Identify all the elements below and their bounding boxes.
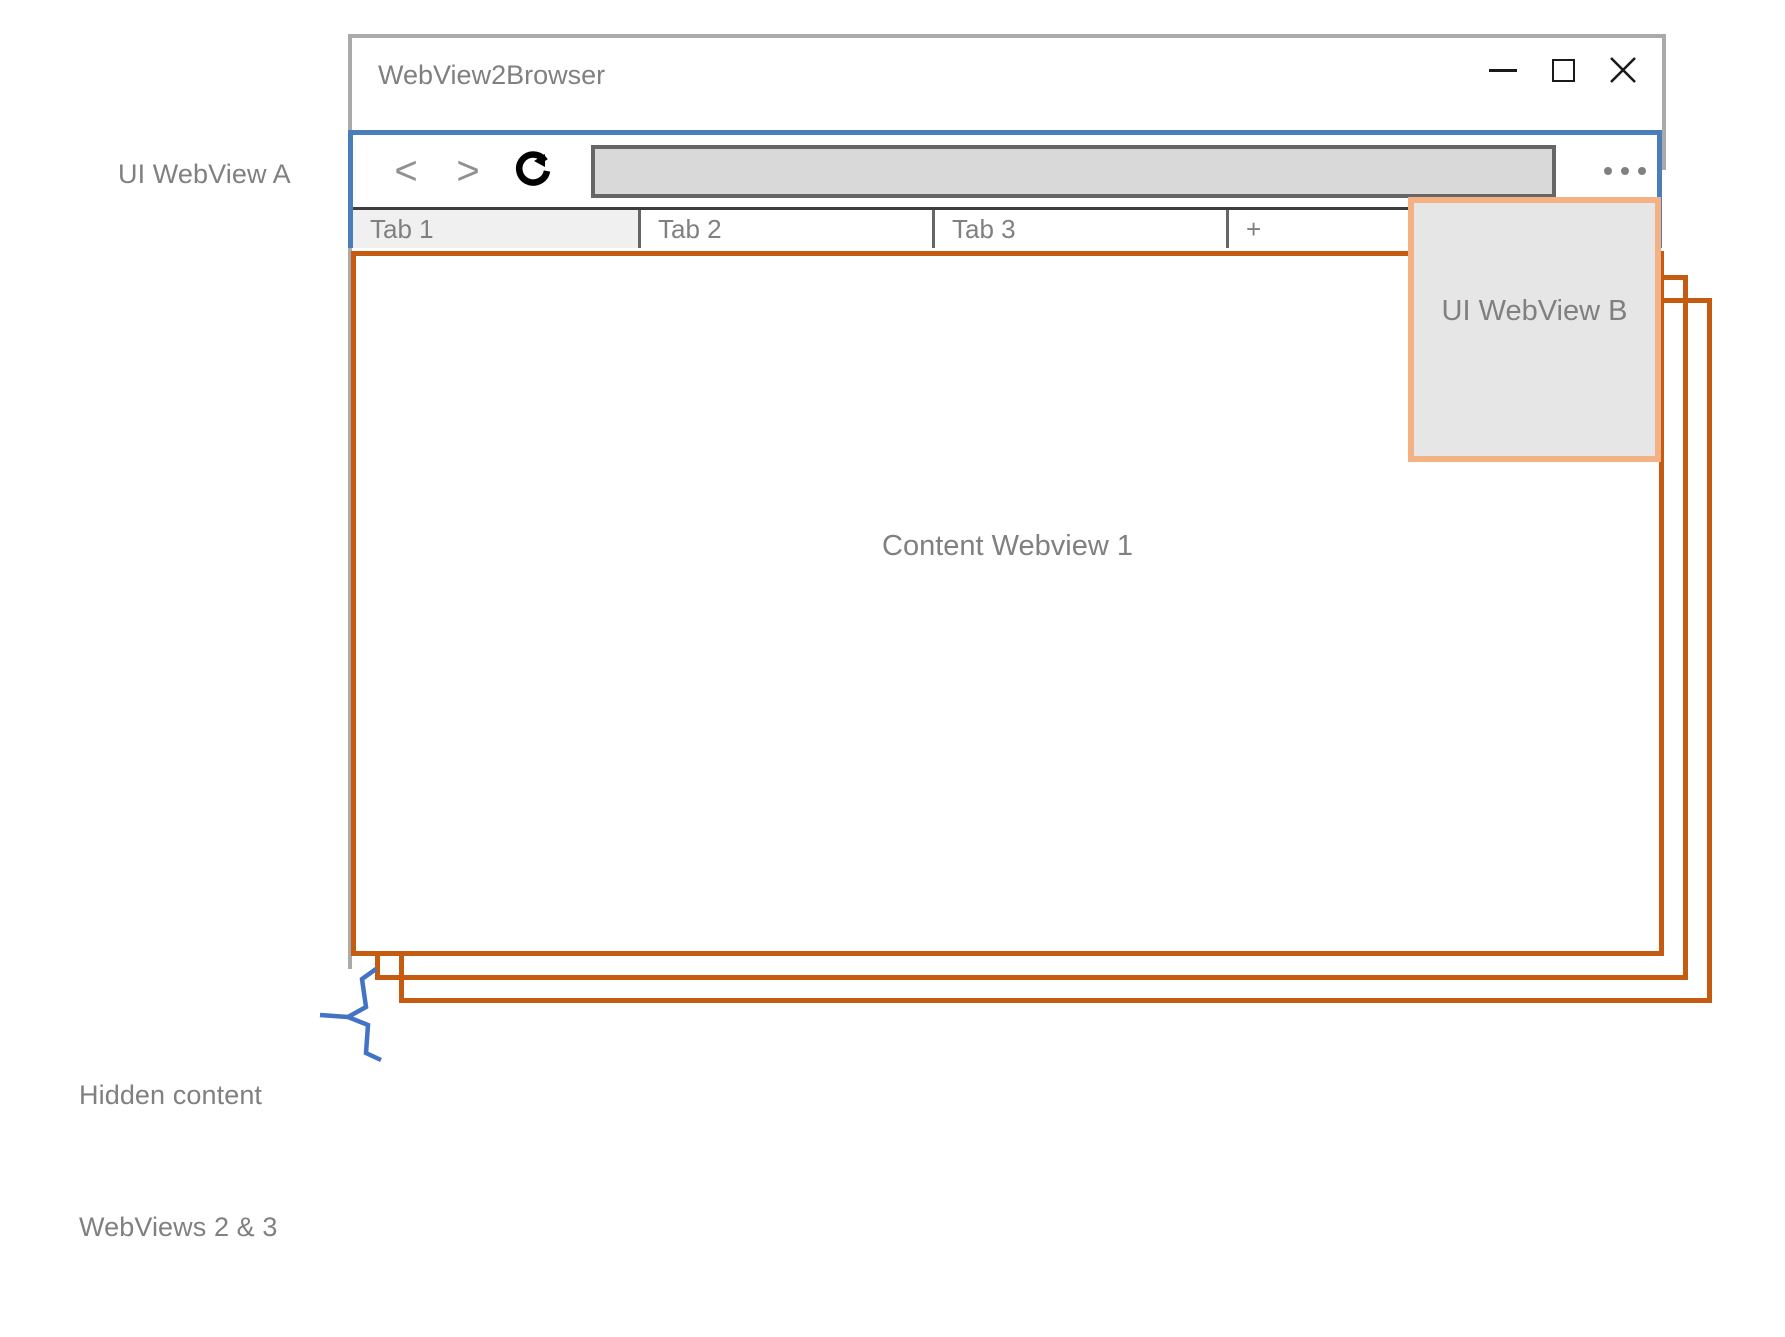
forward-button[interactable]: > bbox=[456, 149, 480, 193]
maximize-button[interactable] bbox=[1548, 55, 1578, 85]
annotation-hidden-content: Hidden content WebViews 2 & 3 bbox=[79, 985, 349, 1337]
minimize-button[interactable] bbox=[1488, 55, 1518, 85]
annotation-hidden-content-line2: WebViews 2 & 3 bbox=[79, 1212, 278, 1242]
ellipsis-icon-dot-2 bbox=[1621, 167, 1629, 175]
ellipsis-icon-dot-3 bbox=[1638, 167, 1646, 175]
new-tab-button[interactable]: + bbox=[1229, 210, 1419, 248]
reload-icon bbox=[516, 151, 551, 186]
annotation-ui-webview-a: UI WebView A bbox=[118, 159, 291, 189]
ui-webview-b-label: UI WebView B bbox=[1441, 295, 1628, 327]
reload-button[interactable] bbox=[510, 148, 556, 194]
address-bar-input[interactable] bbox=[591, 144, 1556, 198]
content-webview-1-label: Content Webview 1 bbox=[882, 530, 1133, 562]
close-icon bbox=[1610, 57, 1636, 83]
tab-1[interactable]: Tab 1 bbox=[353, 210, 641, 248]
ui-webview-b-panel: UI WebView B bbox=[1408, 197, 1661, 462]
window-left-border bbox=[348, 34, 352, 969]
tab-3[interactable]: Tab 3 bbox=[935, 210, 1229, 248]
window-title: WebView2Browser bbox=[378, 60, 606, 90]
window-controls bbox=[1488, 55, 1638, 85]
brace-connector-icon bbox=[319, 967, 382, 1063]
close-button[interactable] bbox=[1608, 55, 1638, 85]
tab-2[interactable]: Tab 2 bbox=[641, 210, 935, 248]
maximize-icon bbox=[1551, 58, 1575, 82]
app-window-title-bar: WebView2Browser bbox=[348, 34, 1666, 134]
minimize-icon bbox=[1489, 68, 1517, 72]
tab-strip: Tab 1 Tab 2 Tab 3 + bbox=[353, 207, 1657, 248]
back-button[interactable]: < bbox=[394, 149, 418, 193]
annotation-hidden-content-line1: Hidden content bbox=[79, 1080, 263, 1110]
browser-toolbar: < > bbox=[353, 135, 1657, 207]
ellipsis-icon-dot-1 bbox=[1604, 167, 1612, 175]
diagram-canvas: UI WebView A Hidden content WebViews 2 &… bbox=[79, 34, 1712, 1242]
menu-button[interactable] bbox=[1604, 167, 1646, 175]
